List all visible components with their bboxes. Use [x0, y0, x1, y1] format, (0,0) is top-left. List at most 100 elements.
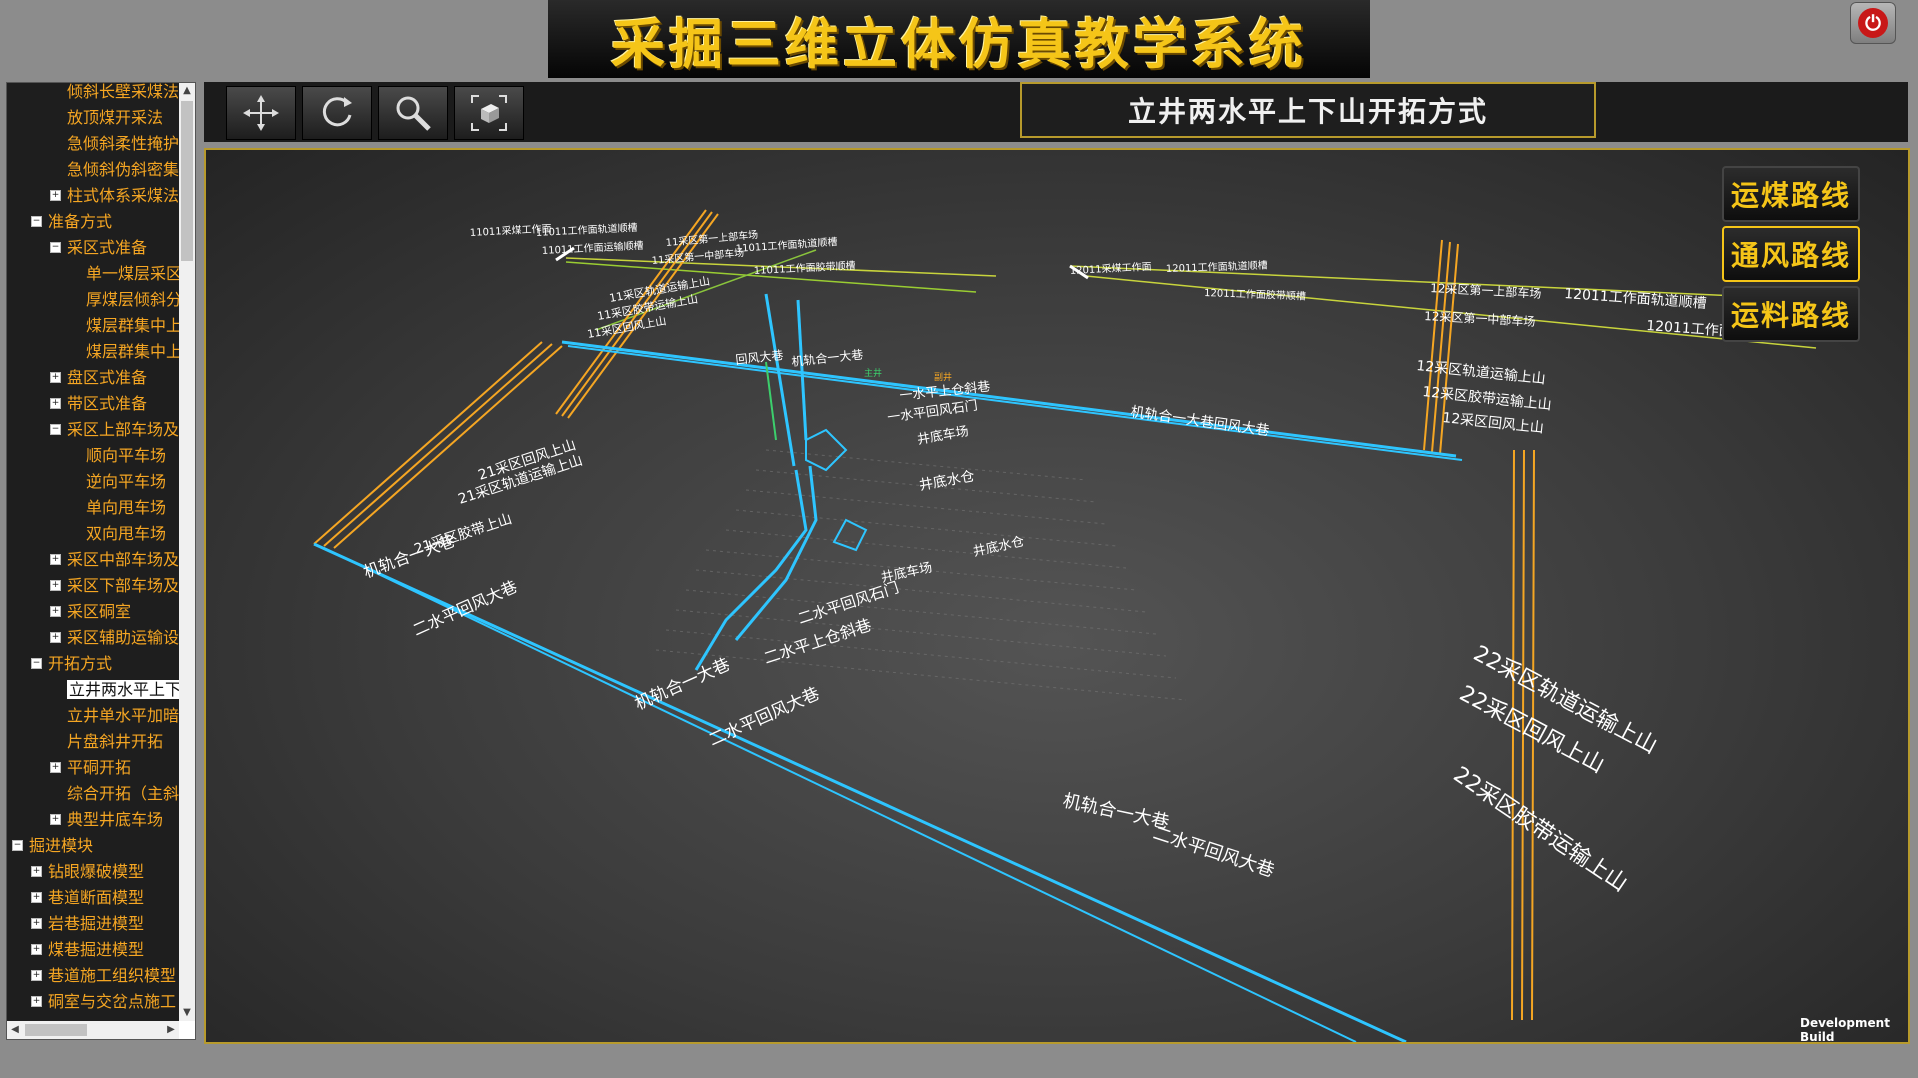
expand-icon[interactable]: +: [31, 970, 42, 981]
scroll-up-icon[interactable]: ▲: [183, 85, 191, 96]
tree-item-label: 钻眼爆破模型: [48, 862, 145, 881]
tree-item[interactable]: 煤层群集中上: [69, 339, 179, 365]
tree-vertical-scrollbar[interactable]: ▲ ▼: [179, 83, 195, 1021]
tree-item-label: 煤巷掘进模型: [48, 940, 145, 959]
tree-item[interactable]: −开拓方式: [31, 651, 112, 677]
tree-item[interactable]: 逆向平车场: [69, 469, 166, 495]
move-icon: [243, 95, 279, 131]
ventilation-route-button[interactable]: 通风路线: [1722, 226, 1860, 282]
tree-item-label: 采区下部车场及: [67, 576, 179, 595]
app-title: 采掘三维立体仿真教学系统: [611, 12, 1307, 76]
tree-horizontal-scrollbar[interactable]: ◀ ▶: [7, 1021, 179, 1039]
tree-item[interactable]: + 钻眼爆破模型: [31, 859, 144, 885]
power-button[interactable]: ⏻: [1850, 2, 1896, 44]
tree-item[interactable]: 单向甩车场: [69, 495, 166, 521]
tree-item-label: 煤层群集中上: [86, 342, 179, 361]
expand-icon[interactable]: +: [31, 892, 42, 903]
scene-label: 12采区轨道运输上山: [1416, 358, 1547, 387]
tree-item[interactable]: +硐室与交岔点施工: [31, 989, 176, 1015]
scroll-thumb[interactable]: [181, 101, 193, 261]
rotate-icon: [322, 97, 352, 127]
zoom-icon: [396, 96, 431, 131]
reset-view-icon: [471, 95, 507, 131]
scene-label: 12采区回风上山: [1442, 410, 1545, 437]
tree-item[interactable]: +岩巷掘进模型: [31, 911, 144, 937]
expand-icon[interactable]: +: [50, 190, 61, 201]
tree-item[interactable]: 煤层群集中上: [69, 313, 179, 339]
scroll-thumb-h[interactable]: [25, 1024, 87, 1036]
tree-item[interactable]: +采区辅助运输设: [50, 625, 179, 651]
scroll-down-icon[interactable]: ▼: [183, 1007, 191, 1018]
expand-icon[interactable]: +: [50, 398, 61, 409]
expand-icon[interactable]: +: [50, 580, 61, 591]
3d-viewport[interactable]: 11011采煤工作面 11011工作面轨道顺槽 11011工作面运输顺槽 11采…: [204, 148, 1910, 1044]
tree-item[interactable]: 倾斜长壁采煤法: [50, 83, 179, 105]
tree-item-label: 综合开拓（主斜: [67, 784, 179, 803]
tree-item[interactable]: 综合开拓（主斜: [50, 781, 179, 807]
tree-item-label: 片盘斜井开拓: [67, 732, 164, 751]
tree-item[interactable]: +盘区式准备: [50, 365, 147, 391]
tree-item-label: 带区式准备: [67, 394, 148, 413]
expand-icon[interactable]: +: [50, 814, 61, 825]
mine-scene[interactable]: 11011采煤工作面 11011工作面轨道顺槽 11011工作面运输顺槽 11采…: [206, 150, 1908, 1042]
scene-label: 11011工作面胶带顺槽: [753, 259, 855, 277]
tree-item[interactable]: 厚煤层倾斜分: [69, 287, 179, 313]
tree-item[interactable]: +柱式体系采煤法: [50, 183, 179, 209]
expand-icon[interactable]: +: [50, 554, 61, 565]
collapse-icon[interactable]: −: [31, 658, 42, 669]
tree-item[interactable]: −准备方式: [31, 209, 112, 235]
rotate-button[interactable]: [302, 86, 372, 140]
expand-icon[interactable]: +: [31, 944, 42, 955]
tree-item[interactable]: + 带区式准备: [50, 391, 147, 417]
scene-label: 回风大巷: [735, 348, 784, 367]
tree-item[interactable]: 急倾斜柔性掩护: [50, 131, 179, 157]
expand-icon[interactable]: +: [31, 918, 42, 929]
reset-view-button[interactable]: [454, 86, 524, 140]
expand-icon[interactable]: +: [50, 762, 61, 773]
tree-item[interactable]: −采区式准备: [50, 235, 147, 261]
tree-item[interactable]: 立井两水平上下: [50, 677, 179, 703]
title-banner: 采掘三维立体仿真教学系统: [548, 0, 1370, 78]
tree-item[interactable]: +巷道施工组织模型: [31, 963, 176, 989]
material-transport-route-button[interactable]: 运料路线: [1722, 286, 1860, 342]
tree-item-label: 巷道断面模型: [48, 888, 145, 907]
tree-item[interactable]: 放顶煤开采法: [50, 105, 163, 131]
tree-item[interactable]: + 采区下部车场及: [50, 573, 179, 599]
tree-item[interactable]: +平硐开拓: [50, 755, 131, 781]
tree-item[interactable]: + 采区硐室: [50, 599, 131, 625]
tree-item[interactable]: −采区上部车场及: [50, 417, 179, 443]
tree-item[interactable]: 顺向平车场: [69, 443, 166, 469]
tree-item[interactable]: 单一煤层采区: [69, 261, 179, 287]
scroll-right-icon[interactable]: ▶: [167, 1024, 175, 1035]
collapse-icon[interactable]: −: [50, 424, 61, 435]
coal-transport-route-button[interactable]: 运煤路线: [1722, 166, 1860, 222]
scene-label: 12011采煤工作面: [1069, 260, 1151, 277]
collapse-icon[interactable]: −: [50, 242, 61, 253]
tree-item-label: 煤层群集中上: [86, 316, 179, 335]
tree-item[interactable]: + 煤巷掘进模型: [31, 937, 144, 963]
tree-item[interactable]: −掘进模块: [12, 833, 93, 859]
tree-item[interactable]: + 巷道断面模型: [31, 885, 144, 911]
expand-icon[interactable]: +: [31, 866, 42, 877]
tree-item-label: 采区上部车场及: [67, 420, 179, 439]
scroll-left-icon[interactable]: ◀: [11, 1024, 19, 1035]
expand-icon[interactable]: +: [50, 372, 61, 383]
expand-icon[interactable]: +: [50, 606, 61, 617]
collapse-icon[interactable]: −: [31, 216, 42, 227]
scene-label: 二水平回风大巷: [706, 684, 823, 751]
tree-item-label: 采区硐室: [67, 602, 132, 621]
tree-item[interactable]: 双向甩车场: [69, 521, 166, 547]
tree-item-label: 准备方式: [48, 212, 113, 231]
tree-item[interactable]: + 典型井底车场: [50, 807, 163, 833]
tree-item[interactable]: +采区中部车场及: [50, 547, 179, 573]
expand-icon[interactable]: +: [31, 996, 42, 1007]
move-button[interactable]: [226, 86, 296, 140]
tree-item-label: 典型井底车场: [67, 810, 164, 829]
expand-icon[interactable]: +: [50, 632, 61, 643]
zoom-button[interactable]: [378, 86, 448, 140]
tree-item[interactable]: 急倾斜伪斜密集: [50, 157, 179, 183]
tree-item[interactable]: 片盘斜井开拓: [50, 729, 163, 755]
collapse-icon[interactable]: −: [12, 840, 23, 851]
tree-item[interactable]: 立井单水平加暗: [50, 703, 179, 729]
tree-item-label: 厚煤层倾斜分: [86, 290, 179, 309]
